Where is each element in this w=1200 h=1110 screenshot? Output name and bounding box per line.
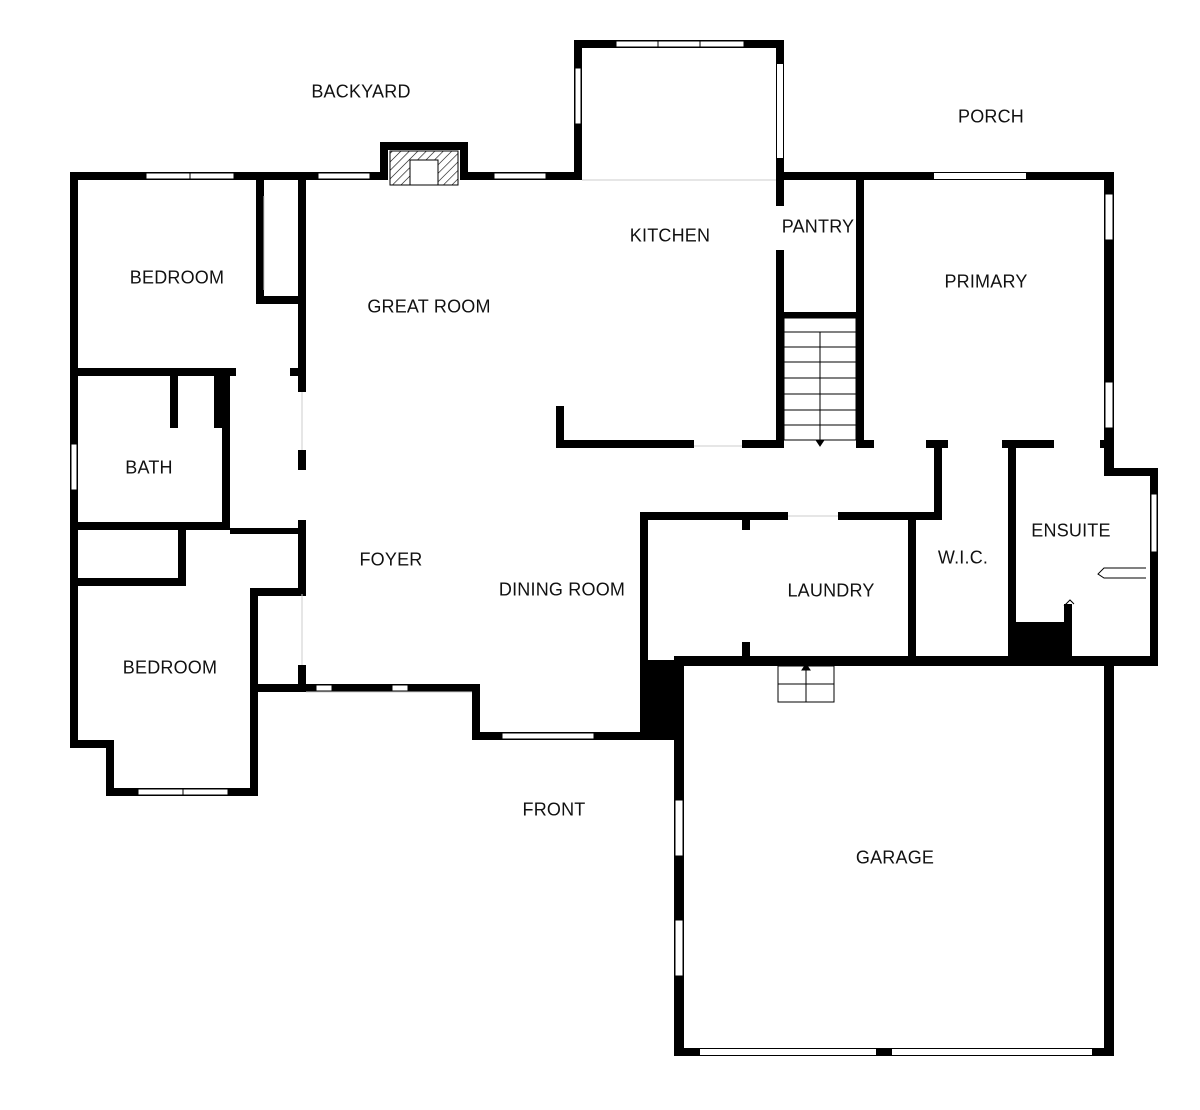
label-bedroom-top: BEDROOM [129,267,225,288]
label-porch: PORCH [957,106,1025,127]
ensuite-fixture [1063,567,1146,607]
label-ensuite: ENSUITE [1031,520,1111,541]
label-backyard: BACKYARD [311,81,411,102]
exterior-walls [70,40,1158,1056]
label-primary: PRIMARY [944,271,1028,292]
label-foyer: FOYER [359,549,423,570]
label-front: FRONT [522,799,586,820]
windows [70,40,1158,1055]
stairs-icon [783,317,857,447]
label-kitchen: KITCHEN [629,225,711,246]
label-great-room: GREAT ROOM [367,296,491,317]
label-wic: W.I.C. [937,547,989,568]
openings [263,179,838,693]
label-bath: BATH [125,457,173,478]
label-laundry: LAUNDRY [787,580,875,601]
label-pantry: PANTRY [781,216,855,237]
label-dining-room: DINING ROOM [498,579,626,600]
fireplace-icon [389,150,459,186]
steps-icon [777,663,835,703]
label-garage: GARAGE [855,847,935,868]
label-bedroom-bottom: BEDROOM [122,657,218,678]
interior-walls [70,172,1114,692]
